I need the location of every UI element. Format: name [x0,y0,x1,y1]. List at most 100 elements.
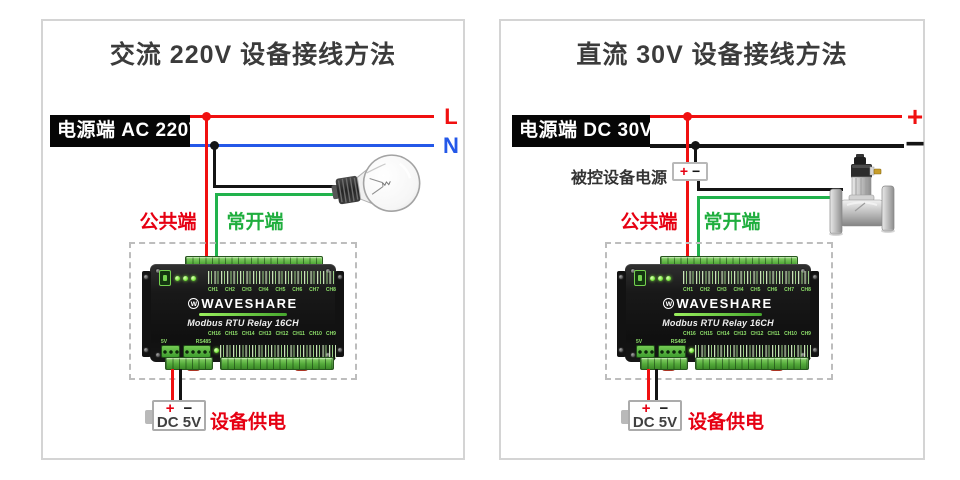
screw-icon [618,347,624,353]
brand-name: WAVESHARE [201,296,298,311]
supply-wire-negative [655,369,658,401]
relay-bottom-terminal-strip [695,357,809,370]
status-led [689,348,694,353]
power-terminal-icon [634,270,646,286]
waveshare-logo-icon [188,297,200,310]
screw-icon [630,352,636,358]
channel-label: CH15 [699,331,713,337]
channel-label: CH12 [275,331,289,337]
status-led [658,276,663,281]
channel-label: CH2 [699,287,710,293]
common-wire-vertical [205,116,208,284]
channel-label: CH3 [716,287,727,293]
channel-label: CH11 [767,331,780,337]
channel-label: CH6 [292,287,303,293]
channel-label: CH16 [683,331,696,337]
junction-dot [210,141,219,150]
channel-label: CH4 [258,287,269,293]
channel-label: CH5 [750,287,761,293]
junction-dot [202,112,211,121]
channel-label: CH14 [716,331,730,337]
battery-polarity: +− [154,400,204,417]
panel-title: 直流 30V 设备接线方法 [576,41,848,69]
screw-icon [337,274,343,280]
power-source-label: 电源端 DC 30V [512,115,650,147]
channel-label: CH7 [784,287,795,293]
battery-voltage: DC 5V [632,414,678,431]
panel-title: 交流 220V 设备接线方法 [109,41,397,69]
terminal-pictogram-row [695,345,811,358]
terminal-pictogram-row [220,345,336,358]
waveshare-logo-icon [663,297,675,310]
channel-label: CH13 [258,331,272,337]
negative-wire [650,144,904,148]
normally-open-terminal-label: 常开端 [226,212,284,233]
channel-label: CH5 [275,287,286,293]
polarity-minus: − [692,163,701,179]
device-outline-box [605,242,833,380]
common-terminal-label: 公共端 [139,212,197,233]
battery-plus: + [641,400,651,417]
battery-plus: + [165,400,175,417]
screw-icon [143,274,149,280]
panel-dc-30v: 直流 30V 设备接线方法 电源端 DC 30V + − 被控设备电源 + − [499,19,925,460]
channel-label: CH11 [292,331,305,337]
common-wire-vertical [686,116,689,284]
brand-name: WAVESHARE [676,296,773,311]
solenoid-valve [829,154,895,236]
channel-label: CH1 [208,287,219,293]
no-wire-horizontal [697,196,839,199]
model-name: Modbus RTU Relay 16CH [187,318,299,328]
power-terminal-icon [159,270,171,286]
terminal-pictogram-row [208,271,336,284]
relay-mount-ear-left [142,271,151,357]
logo-underline [199,313,287,316]
polarity-box: + − [672,162,708,181]
load-wire-vertical [697,179,700,191]
relay-mount-ear-left [617,271,626,357]
battery-minus: − [183,400,193,417]
no-wire-horizontal [215,193,337,196]
device-supply-label: 设备供电 [687,412,764,433]
channel-label: CH9 [800,331,811,337]
polarity-plus: + [679,163,688,179]
channel-label: CH2 [224,287,235,293]
channel-label: CH1 [683,287,694,293]
relay-bottom-terminal-strip [220,357,334,370]
channel-label: CH8 [800,287,811,293]
channel-label: RS485 [670,339,686,345]
screw-icon [143,347,149,353]
channel-label: CH7 [309,287,320,293]
logo-underline [674,313,762,316]
device-outline-box [129,242,357,380]
supply-wire-positive [171,369,174,401]
status-led [214,348,219,353]
relay-mount-ear-right [335,271,344,357]
supply-wire-negative [179,369,182,401]
status-led [175,276,180,281]
channel-label: RS485 [195,339,211,345]
screw-icon [618,274,624,280]
channel-label: CH10 [309,331,322,337]
device-supply-label: 设备供电 [209,412,286,433]
battery-voltage: DC 5V [156,414,202,431]
neutral-wire [190,144,434,147]
light-bulb [331,154,421,212]
channel-label: CH10 [784,331,797,337]
channel-label: CH12 [750,331,764,337]
terminal-pictogram-row [683,271,811,284]
relay-mount-ear-right [810,271,819,357]
load-wire-horizontal [697,188,843,191]
load-wire-vertical [213,145,216,188]
channel-label: 5V [636,339,643,345]
live-wire [190,115,434,118]
no-wire-vertical [697,196,700,284]
port-labels: 5V RS485 [636,339,686,345]
channel-label: CH14 [241,331,255,337]
neutral-line-tag: N [443,133,459,158]
panel-ac-220v: 交流 220V 设备接线方法 电源端 AC 220V L N [41,19,465,460]
positive-wire [650,115,902,118]
battery-minus: − [659,400,669,417]
